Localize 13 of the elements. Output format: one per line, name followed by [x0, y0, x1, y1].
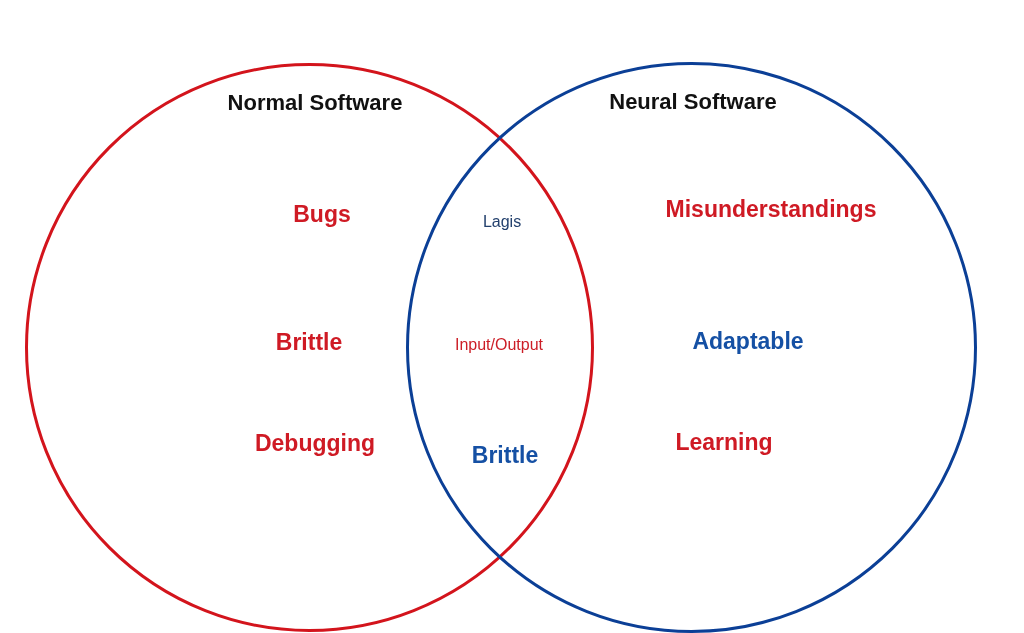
term-label: Brittle [275, 328, 343, 356]
set-title: Normal Software [227, 90, 403, 116]
term-label: Adaptable [692, 327, 804, 355]
set-circle [25, 63, 594, 632]
term-label: Learning [675, 428, 773, 456]
set-title: Neural Software [609, 89, 777, 115]
set-circle [406, 62, 977, 633]
term-label: Misunderstandings [665, 195, 877, 223]
term-label: Lagis [482, 212, 522, 232]
term-label: Bugs [293, 200, 351, 228]
term-label: Debugging [254, 429, 376, 457]
term-label: Brittle [471, 441, 539, 469]
term-label: Input/Output [454, 335, 544, 355]
